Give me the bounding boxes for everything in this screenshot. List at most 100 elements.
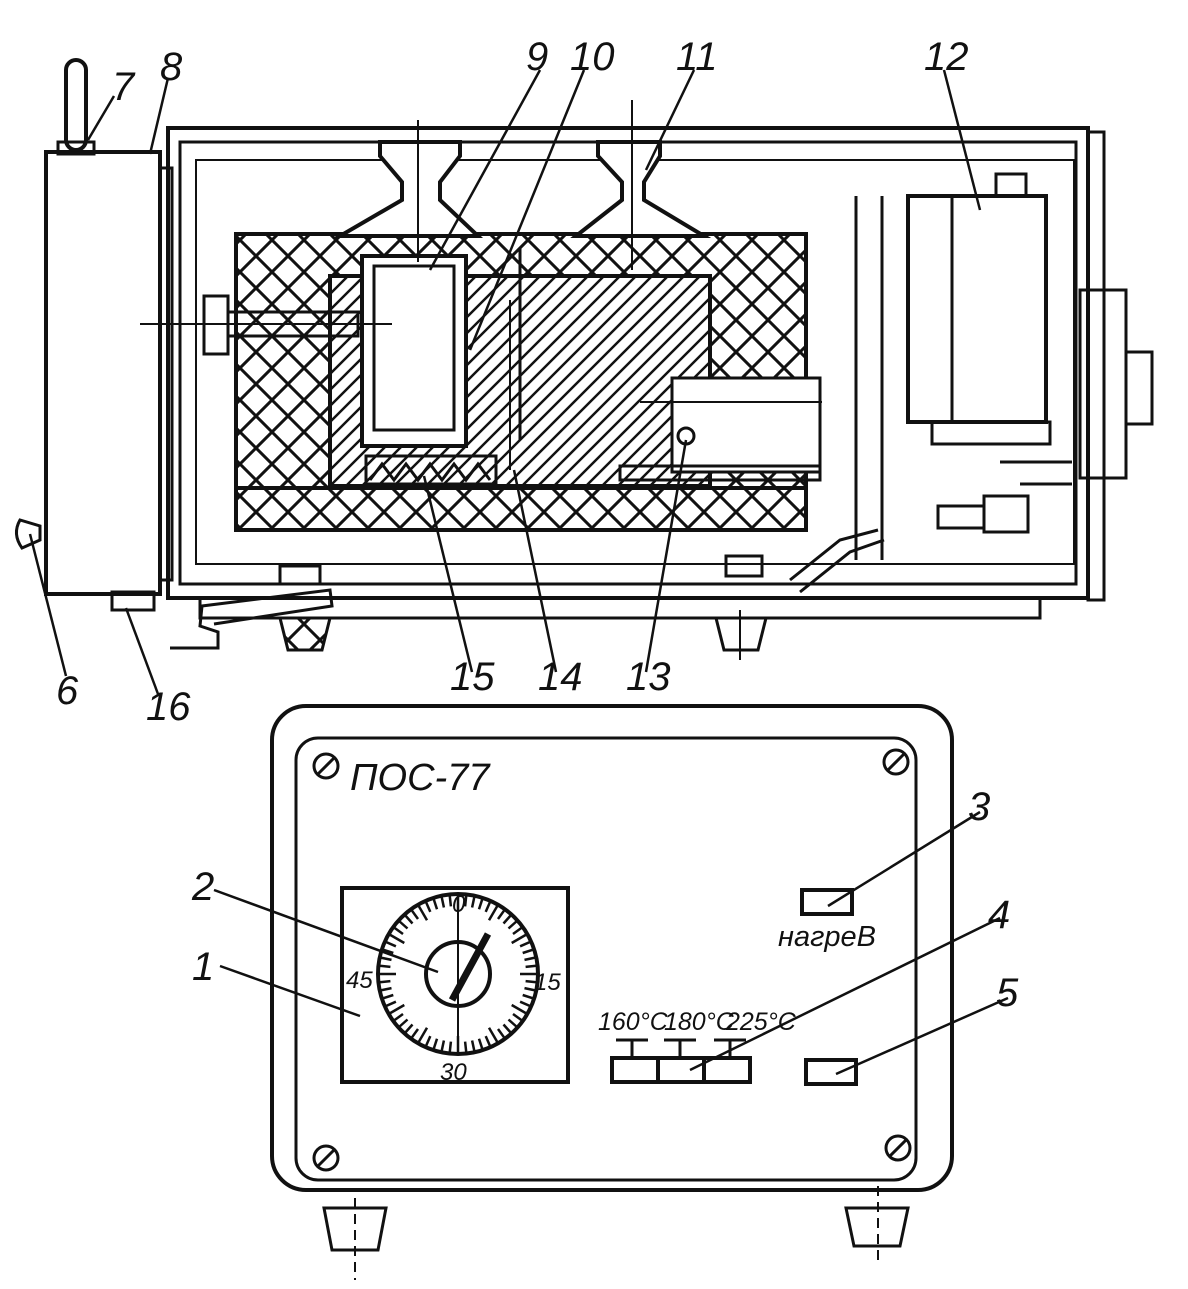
dial-tick [379,986,392,992]
temp-label-180: 180°C [664,1008,735,1036]
dial-tick [522,948,535,955]
dial-label-15: 15 [534,969,561,996]
callout-14: 14 [538,655,583,699]
dial-tick [484,1035,492,1048]
callouts-top: 7 8 9 10 11 12 6 16 15 14 13 [56,35,969,729]
dial-tick [525,964,538,969]
temp-button-225[interactable] [702,1056,752,1084]
dial-tick [392,1012,404,1023]
dial-tick [384,940,397,948]
dial-tick [519,1000,532,1008]
timer-window [340,886,570,1084]
dial-tick [409,908,420,920]
heater-plate [364,454,498,486]
dial-tick [432,1038,439,1051]
dial-tick [519,940,532,948]
heat-label: нагреВ [778,921,876,953]
power-cable-2 [789,528,879,582]
callout-4: 4 [988,893,1010,937]
dial-tick [470,895,476,908]
dial-tick [424,900,432,913]
power-cable [799,538,885,594]
callout-8: 8 [160,45,183,89]
relay [982,494,1030,534]
dial-tick [484,900,492,913]
door-knob [15,518,42,550]
dial-tick [378,979,391,984]
dial-tick [388,1003,405,1016]
callout-11: 11 [676,35,718,79]
transformer-base [930,420,1052,446]
dial-tick [496,1028,507,1040]
dial-tick [463,894,468,907]
panel-foot-left [322,1206,388,1252]
temperature-selector: 160°C 180°C 225°C [598,1008,797,1084]
dial-tick [511,1003,528,1016]
drain-tube [170,588,334,650]
dial-tick [511,932,528,945]
funnel-right [570,140,712,238]
dial-tick [440,1040,446,1053]
dial-tick [416,904,429,921]
handle-base [56,140,96,156]
door-hinge-strip [158,166,174,582]
callout-2: 2 [191,865,214,909]
callout-1: 1 [192,945,214,989]
dial-tick [424,1035,432,1048]
sample-cup [372,264,456,432]
temp-button-160[interactable] [610,1056,660,1084]
dial-tick [477,1038,484,1051]
mount-left [278,564,322,586]
dial-tick [388,932,405,945]
rear-plug [1124,350,1154,426]
dial-tick [525,979,538,984]
base-plate [198,596,1042,620]
foot-left [278,616,332,652]
callout-3: 3 [968,785,990,829]
dial-tick [392,925,404,936]
dial-label-0: 0 [452,891,466,918]
dial-tick [502,913,513,925]
back-plate [1086,130,1106,602]
callout-15: 15 [450,655,495,699]
dial-tick [512,1012,524,1023]
dial-tick [397,1018,409,1029]
door-latch [110,590,156,612]
dial-tick [487,904,500,921]
leader-lines-top [28,69,982,695]
dial-tick [416,1027,429,1044]
dial-tick [507,1018,519,1029]
dial-tick [409,1028,420,1040]
terminal-block [936,504,986,530]
transformer-terminal [994,172,1028,198]
panel-foot-right [844,1206,910,1248]
dial-tick [397,919,409,930]
dial-tick [463,1041,468,1054]
callout-12: 12 [924,35,969,79]
callout-13: 13 [626,655,671,699]
dial-tick [502,1023,513,1035]
timer-dial [376,892,540,1056]
dial-label-30: 30 [440,1059,467,1086]
dial-tick [384,1000,397,1008]
dial-tick [524,986,537,992]
sensor-housing [670,376,822,474]
model-label: ПОС-77 [350,757,491,799]
power-button[interactable] [804,1058,858,1086]
callout-9: 9 [526,35,548,79]
callout-10: 10 [570,35,615,79]
heat-indicator[interactable] [800,888,854,916]
dial-tick [403,913,414,925]
dial-tick [403,1023,414,1035]
panel-outer [270,704,954,1192]
door-handle [64,58,88,152]
dial-tick [440,895,446,908]
dial-tick [496,908,507,920]
dial-tick [432,897,439,910]
temp-button-180[interactable] [656,1056,706,1084]
section-drawing [15,58,1154,660]
callouts-bottom: 2 1 3 4 5 [191,785,1019,1015]
dial-tick [381,993,394,1000]
callout-5: 5 [996,971,1019,1015]
